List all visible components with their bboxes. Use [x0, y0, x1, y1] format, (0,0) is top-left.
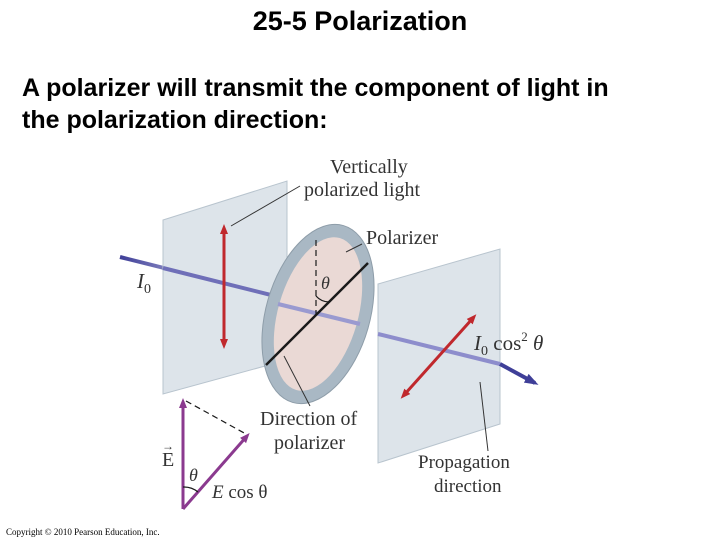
label-direction: direction	[434, 476, 502, 497]
label-polarizer-2: polarizer	[274, 432, 345, 454]
leader-vertically-polarized	[230, 185, 301, 227]
label-incident-intensity: I0	[136, 269, 151, 297]
body-line-2: the polarization direction:	[22, 106, 328, 134]
leader-propagation-direction	[479, 381, 489, 452]
label-vertically: Vertically	[330, 156, 408, 178]
leader-polarizer	[345, 243, 363, 253]
body-line-1: A polarizer will transmit the component …	[22, 74, 609, 102]
label-propagation: Propagation	[418, 452, 510, 473]
polarizer-axis-line	[265, 262, 369, 366]
vector-ecos-arrow	[181, 432, 250, 510]
label-polarized-light: polarized light	[304, 179, 421, 201]
copyright-notice: Copyright © 2010 Pearson Education, Inc.	[6, 527, 160, 537]
label-theta-vector: θ	[189, 465, 198, 485]
label-direction-of: Direction of	[260, 408, 358, 430]
vector-theta-arc	[182, 486, 199, 493]
label-transmitted-intensity: I0 cos2 θ	[473, 329, 543, 359]
slide-title: 25-5 Polarization	[252, 6, 468, 36]
transmitted-beam	[499, 362, 539, 385]
slide-body-text: A polarizer will transmit the component …	[22, 72, 702, 136]
theta-angle-arc	[315, 295, 330, 303]
label-polarizer: Polarizer	[366, 227, 439, 249]
label-theta-polarizer: θ	[321, 273, 330, 293]
label-vector-e-arrow: →	[162, 439, 174, 453]
label-vector-e: E	[162, 449, 174, 471]
label-e-cos-theta: E cos θ	[211, 482, 268, 503]
leader-direction-of-polarizer	[283, 355, 311, 407]
diagonal-e-field-arrow	[400, 314, 477, 399]
beam-through-polarizer	[277, 302, 361, 326]
projection-dashed-line	[185, 400, 247, 435]
